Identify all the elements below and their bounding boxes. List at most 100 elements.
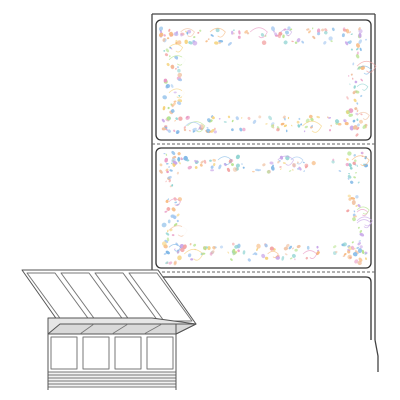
confetti-dot	[165, 83, 171, 89]
confetti-dot	[231, 119, 234, 123]
confetti-dot	[364, 253, 367, 255]
confetti-dot	[358, 240, 362, 242]
confetti-dot	[212, 246, 216, 250]
confetti-dot	[175, 117, 179, 121]
confetti-dot	[165, 199, 169, 203]
confetti-dot	[352, 213, 356, 217]
confetti-dot	[296, 120, 300, 124]
confetti-swirl	[168, 198, 181, 206]
confetti-dot	[177, 68, 181, 73]
confetti-dot	[231, 30, 234, 35]
confetti-dot	[171, 102, 176, 107]
confetti-dot	[219, 245, 224, 249]
confetti-dot	[260, 33, 265, 37]
confetti-dot	[163, 34, 166, 37]
confetti-dot	[210, 115, 214, 118]
confetti-dot	[357, 181, 360, 184]
confetti-dot	[352, 125, 358, 130]
confetti-dot	[348, 74, 350, 77]
confetti-dot	[358, 257, 363, 262]
confetti-dot	[190, 258, 194, 261]
confetti-dot	[348, 173, 351, 175]
stack-front-label-1	[50, 336, 78, 370]
confetti-dot	[165, 48, 170, 53]
confetti-dot	[270, 165, 275, 171]
confetti-dot	[353, 210, 356, 213]
confetti-dot	[210, 169, 214, 172]
confetti-dot	[356, 127, 360, 131]
confetti-dot	[353, 154, 356, 157]
confetti-swirl	[168, 43, 184, 53]
confetti-dot	[235, 163, 240, 168]
confetti-dot	[218, 164, 222, 170]
confetti-dot	[189, 243, 192, 246]
confetti-dot	[170, 109, 175, 113]
confetti-dot	[356, 118, 359, 122]
confetti-dot	[264, 256, 269, 260]
confetti-dot	[207, 118, 211, 123]
label-writing-area	[182, 174, 345, 242]
confetti-swirl	[302, 120, 323, 133]
confetti-dot	[182, 244, 187, 250]
confetti-dot	[186, 31, 189, 35]
confetti-dot	[286, 244, 290, 247]
confetti-dot	[331, 160, 335, 164]
confetti-dot	[346, 96, 349, 100]
confetti-dot	[297, 161, 299, 164]
confetti-dot	[291, 168, 294, 171]
confetti-dot	[345, 162, 349, 167]
confetti-dot	[346, 110, 349, 115]
label-card-3-outline	[155, 276, 372, 340]
confetti-dot	[213, 130, 217, 134]
confetti-dot	[171, 162, 173, 165]
confetti-dot	[356, 109, 359, 113]
confetti-dot	[210, 165, 214, 169]
confetti-dot	[187, 29, 192, 34]
confetti-dot	[162, 106, 166, 111]
confetti-dot	[247, 116, 251, 120]
confetti-dot	[170, 214, 175, 218]
confetti-dot	[162, 95, 167, 100]
confetti-dot	[358, 39, 362, 44]
confetti-dot	[169, 31, 174, 37]
confetti-dot	[359, 47, 362, 52]
confetti-dot	[346, 158, 349, 161]
confetti-dot	[165, 232, 170, 236]
confetti-dot	[218, 41, 221, 44]
confetti-dot	[231, 242, 235, 246]
confetti-dot	[235, 116, 239, 121]
confetti-dot	[311, 161, 316, 166]
label-card-1	[155, 19, 377, 141]
confetti-dot	[239, 127, 243, 132]
confetti-dot	[352, 161, 356, 165]
confetti-dot	[357, 248, 363, 254]
confetti-swirl	[217, 156, 232, 165]
confetti-dot	[308, 114, 313, 119]
confetti-dot	[175, 31, 179, 34]
confetti-dot	[199, 29, 202, 32]
confetti-dot	[173, 129, 176, 132]
confetti-dot	[316, 245, 319, 249]
confetti-dot	[274, 32, 278, 36]
confetti-dot	[284, 253, 288, 256]
confetti-dot	[179, 162, 181, 165]
confetti-dot	[158, 26, 164, 31]
confetti-swirl	[180, 28, 195, 37]
confetti-dot	[177, 72, 183, 78]
confetti-dot	[360, 113, 363, 116]
confetti-dot	[345, 28, 350, 34]
confetti-dot	[177, 40, 182, 45]
confetti-dot	[335, 119, 340, 124]
confetti-swirl	[184, 248, 204, 261]
confetti-dot	[285, 30, 289, 35]
confetti-dot	[232, 29, 235, 31]
confetti-swirl	[290, 156, 304, 165]
confetti-dot	[351, 241, 354, 244]
confetti-dot	[306, 245, 310, 250]
confetti-dot	[347, 177, 350, 180]
fanfold-stack	[21, 269, 197, 390]
confetti-dot	[352, 252, 358, 257]
confetti-dot	[288, 245, 293, 250]
confetti-swirl	[356, 65, 372, 75]
confetti-dot	[172, 163, 176, 168]
